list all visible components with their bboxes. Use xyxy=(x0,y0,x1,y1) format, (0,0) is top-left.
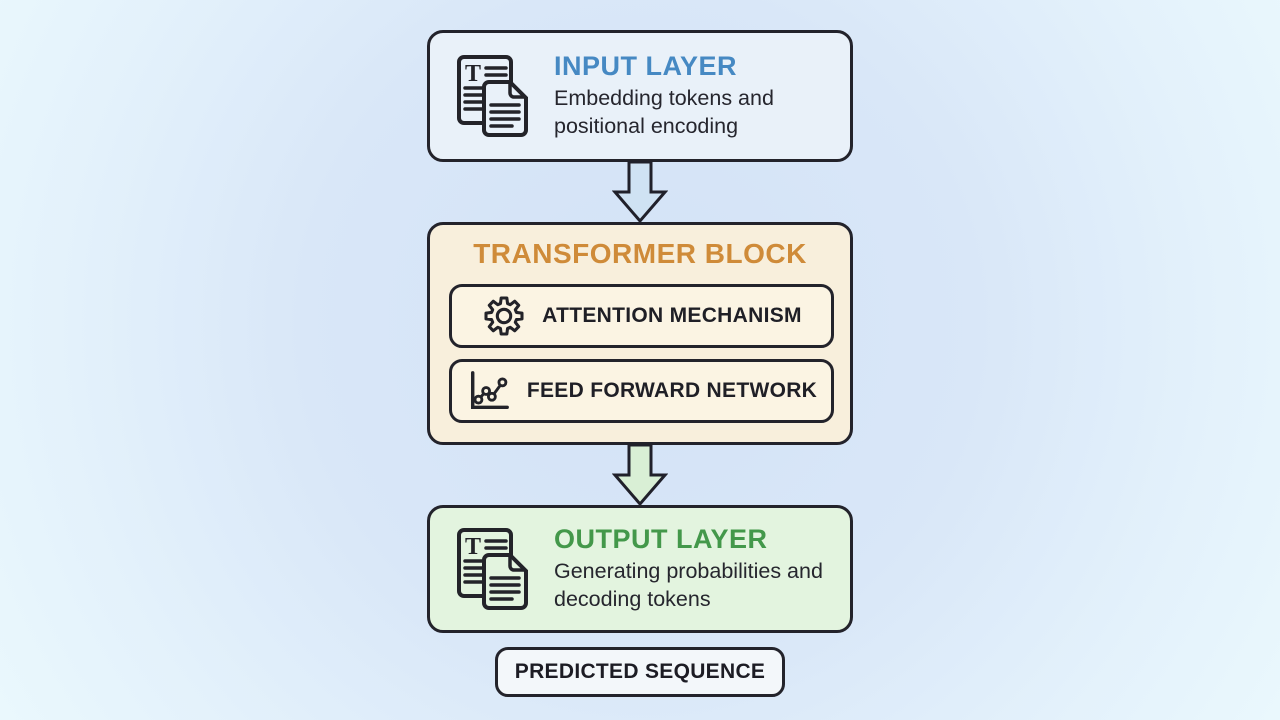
attention-mechanism-label: ATTENTION MECHANISM xyxy=(542,304,802,327)
down-arrow-icon xyxy=(612,160,668,224)
output-layer-box: T OUTPUT LAYER Generating probabilities … xyxy=(427,505,853,633)
down-arrow-icon xyxy=(612,443,668,507)
feed-forward-network-box: FEED FORWARD NETWORK xyxy=(449,359,834,423)
output-layer-subtitle: Generating probabilities and decoding to… xyxy=(554,559,823,611)
output-layer-title: OUTPUT LAYER xyxy=(554,524,768,555)
input-layer-title: INPUT LAYER xyxy=(554,51,738,82)
feed-forward-network-label: FEED FORWARD NETWORK xyxy=(526,379,818,402)
transformer-block-box: TRANSFORMER BLOCK ATTENTION MECHANISM xyxy=(427,222,853,445)
documents-icon: T xyxy=(457,55,528,137)
line-chart-icon xyxy=(470,371,509,410)
svg-text:T: T xyxy=(465,61,481,87)
transformer-block-title: TRANSFORMER BLOCK xyxy=(473,238,807,269)
input-layer-subtitle: Embedding tokens and positional encoding xyxy=(554,86,774,138)
svg-text:T: T xyxy=(465,534,481,560)
predicted-sequence-label: PREDICTED SEQUENCE xyxy=(514,660,766,683)
gear-icon xyxy=(484,296,524,336)
attention-mechanism-box: ATTENTION MECHANISM xyxy=(449,284,834,348)
input-layer-box: T INPUT LAYER Embedding tokens and posit… xyxy=(427,30,853,162)
documents-icon: T xyxy=(457,528,528,610)
predicted-sequence-box: PREDICTED SEQUENCE xyxy=(495,647,785,697)
